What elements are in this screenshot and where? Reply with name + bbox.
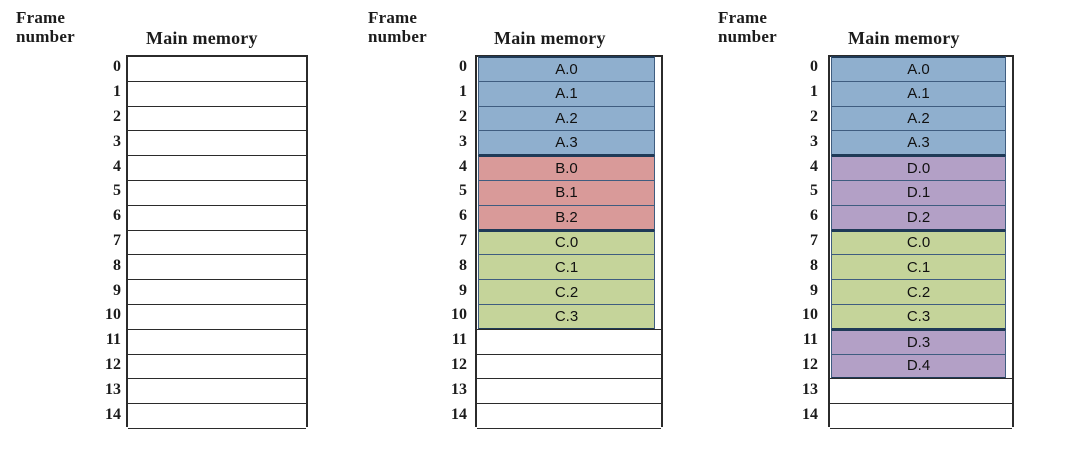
frame-number: 9	[459, 281, 467, 299]
memory-frame-occupied: C.3	[831, 304, 1006, 330]
frame-number: 5	[113, 182, 121, 200]
frame-number: 9	[113, 281, 121, 299]
frame-number: 7	[113, 231, 121, 249]
frame-number: 13	[105, 380, 121, 398]
frame-number: 11	[451, 331, 467, 349]
frame-number: 7	[459, 231, 467, 249]
frame-number: 1	[113, 83, 121, 101]
memory-frame-occupied: A.3	[831, 130, 1006, 157]
memory-frame-free	[128, 80, 306, 107]
frame-number: 14	[105, 405, 121, 423]
memory-frame-occupied: D.4	[831, 353, 1006, 380]
frame-number: 7	[810, 231, 818, 249]
frame-number: 0	[113, 58, 121, 76]
memory-frame-occupied: A.0	[478, 56, 655, 82]
memory-frame-occupied: C.0	[478, 229, 655, 256]
frame-number: 9	[810, 281, 818, 299]
frame-number: 2	[810, 107, 818, 125]
memory-frame-free	[830, 378, 1012, 405]
main-memory-table	[126, 55, 308, 429]
frame-number: 6	[459, 207, 467, 225]
main-memory-label: Main memory	[494, 28, 606, 48]
frame-number: 0	[459, 58, 467, 76]
frame-number-label: Frame number	[718, 8, 777, 46]
frame-number: 8	[810, 256, 818, 274]
frame-number: 2	[459, 107, 467, 125]
memory-frame-occupied: D.0	[831, 155, 1006, 181]
frame-number: 4	[459, 157, 467, 175]
frame-number: 1	[459, 83, 467, 101]
memory-frame-occupied: A.2	[831, 105, 1006, 132]
frame-number: 4	[113, 157, 121, 175]
memory-frame-occupied: B.1	[478, 180, 655, 206]
memory-cells	[128, 56, 306, 429]
frame-number: 10	[105, 306, 121, 324]
frame-number: 13	[451, 380, 467, 398]
frame-number: 10	[802, 306, 818, 324]
memory-frame-free	[128, 229, 306, 256]
frame-number: 3	[810, 132, 818, 150]
memory-frame-occupied: D.3	[831, 328, 1006, 355]
frame-number: 2	[113, 107, 121, 125]
memory-frame-free	[128, 403, 306, 429]
frame-number-label: Frame number	[368, 8, 427, 46]
memory-frame-occupied: C.1	[831, 254, 1006, 281]
frame-number: 14	[451, 405, 467, 423]
frame-number: 5	[810, 182, 818, 200]
memory-frame-free	[477, 353, 661, 380]
frame-number: 4	[810, 157, 818, 175]
frame-number: 14	[802, 405, 818, 423]
frame-number: 8	[113, 256, 121, 274]
memory-frame-free	[128, 105, 306, 132]
frame-number: 0	[810, 58, 818, 76]
main-memory-label: Main memory	[848, 28, 960, 48]
memory-frame-free	[477, 403, 661, 429]
memory-frame-occupied: D.1	[831, 180, 1006, 206]
memory-frame-occupied: C.0	[831, 229, 1006, 256]
main-memory-label: Main memory	[146, 28, 258, 48]
memory-frame-occupied: C.2	[478, 279, 655, 305]
frame-number: 12	[451, 355, 467, 373]
frame-number: 6	[810, 207, 818, 225]
frame-number: 10	[451, 306, 467, 324]
frame-number: 12	[105, 355, 121, 373]
frame-number: 5	[459, 182, 467, 200]
memory-frame-occupied: B.0	[478, 155, 655, 181]
memory-frame-occupied: C.2	[831, 279, 1006, 305]
memory-frame-occupied: D.2	[831, 204, 1006, 231]
frame-number-label: Frame number	[16, 8, 75, 46]
frame-number: 11	[105, 331, 121, 349]
frame-number: 11	[802, 331, 818, 349]
memory-frame-occupied: A.1	[831, 80, 1006, 107]
frame-number: 3	[459, 132, 467, 150]
frame-number: 13	[802, 380, 818, 398]
frame-number: 1	[810, 83, 818, 101]
frame-number: 8	[459, 256, 467, 274]
memory-frame-free	[830, 403, 1012, 429]
memory-frame-occupied: A.1	[478, 80, 655, 107]
frame-number: 3	[113, 132, 121, 150]
memory-frame-occupied: A.0	[831, 56, 1006, 82]
frame-number: 12	[802, 355, 818, 373]
frame-number: 6	[113, 207, 121, 225]
